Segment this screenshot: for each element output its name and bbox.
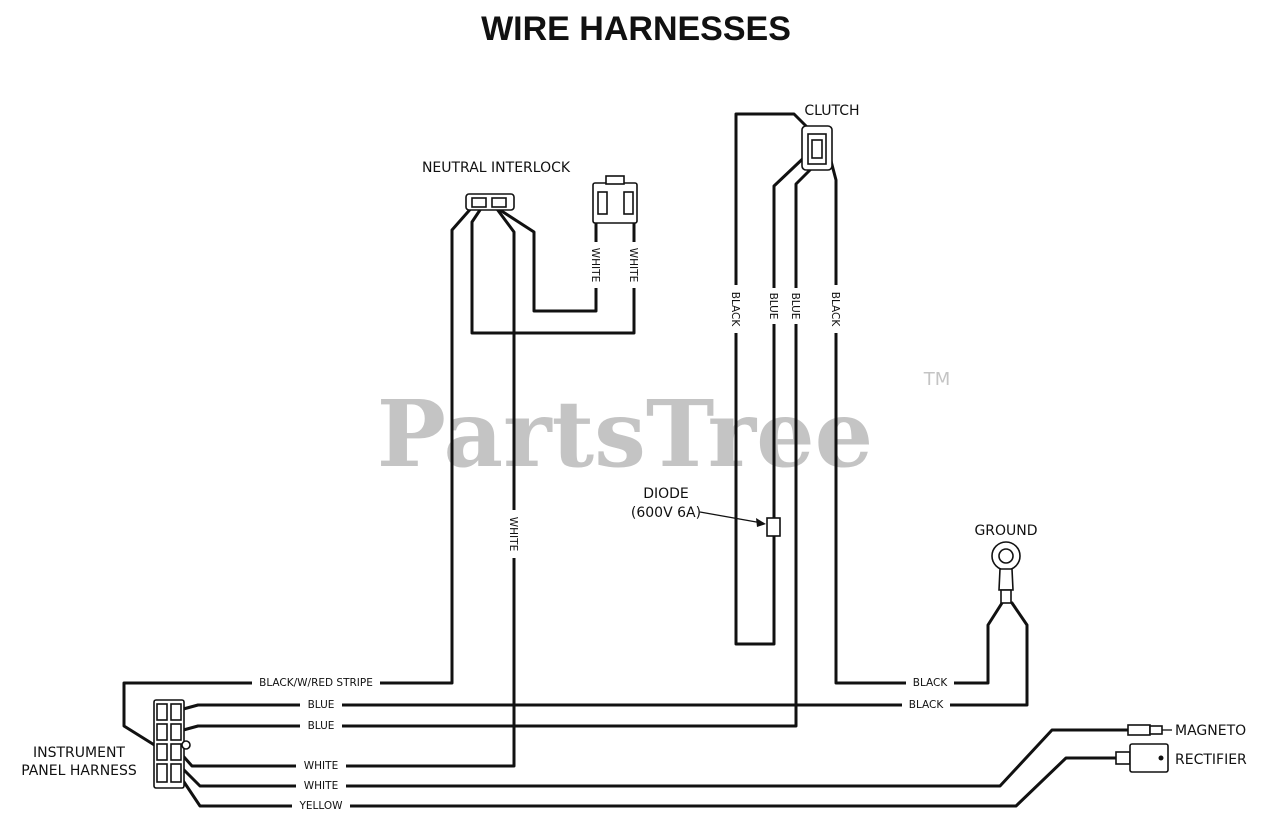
trademark-symbol: TM bbox=[923, 369, 951, 390]
wire-label-yellow: YELLOW bbox=[298, 800, 343, 812]
label-rectifier: RECTIFIER bbox=[1175, 752, 1247, 768]
wire-label-white-neutral-left: WHITE bbox=[589, 248, 601, 282]
label-magneto: MAGNETO bbox=[1175, 723, 1246, 739]
diagram-title: WIRE HARNESSES bbox=[481, 10, 791, 48]
wire-label-blue-clutch-1: BLUE bbox=[767, 293, 779, 320]
label-clutch: CLUTCH bbox=[804, 103, 859, 119]
rectifier-connector bbox=[1115, 743, 1169, 773]
wire-label-white-1: WHITE bbox=[304, 760, 338, 772]
wire-labels-horizontal: BLACK/W/RED STRIPE BLUE BLUE WHITE WHITE… bbox=[252, 675, 954, 813]
wire-label-black-red-stripe: BLACK/W/RED STRIPE bbox=[259, 677, 373, 689]
instrument-panel-connector bbox=[153, 699, 191, 789]
wire-white-neutral bbox=[174, 203, 516, 768]
label-instrument: INSTRUMENT bbox=[33, 745, 125, 761]
wire-blue-to-ground bbox=[174, 601, 1029, 713]
wire-label-black-clutch-left: BLACK bbox=[729, 292, 741, 328]
wire-white-magneto bbox=[174, 728, 1130, 788]
wire-blue-to-clutch bbox=[174, 160, 820, 734]
wire-label-black-ground-bottom: BLACK bbox=[909, 699, 945, 711]
wire-label-white-neutral-right: WHITE bbox=[627, 248, 639, 282]
neutral-interlock-switch bbox=[465, 193, 515, 211]
wire-labels-vertical: WHITE WHITE WHITE BLACK BLUE BLUE BLACK bbox=[507, 242, 843, 558]
label-diode-rating: (600V 6A) bbox=[631, 505, 701, 521]
neutral-interlock-plug bbox=[592, 175, 638, 224]
wire-black-clutch-left bbox=[734, 112, 814, 646]
wire-label-black-clutch-right: BLACK bbox=[829, 292, 841, 328]
magneto-connector bbox=[1127, 724, 1172, 736]
wire-label-white-vertical: WHITE bbox=[507, 517, 519, 551]
label-neutral-interlock: NEUTRAL INTERLOCK bbox=[422, 160, 571, 176]
wire-yellow-rectifier bbox=[174, 756, 1126, 808]
wire-neutral-loop-inner bbox=[470, 208, 636, 335]
wire-label-blue-2: BLUE bbox=[308, 720, 335, 732]
label-diode: DIODE bbox=[643, 486, 689, 502]
label-ground: GROUND bbox=[974, 523, 1037, 539]
label-panel-harness: PANEL HARNESS bbox=[21, 763, 137, 779]
wire-label-black-ground-top: BLACK bbox=[913, 677, 949, 689]
clutch-connector bbox=[801, 125, 833, 171]
wire-label-blue-clutch-2: BLUE bbox=[789, 293, 801, 320]
watermark: PartsTree bbox=[377, 380, 873, 488]
diode bbox=[699, 505, 781, 595]
ground-terminal bbox=[991, 541, 1021, 604]
wires bbox=[122, 112, 1130, 808]
wire-label-blue-1: BLUE bbox=[308, 699, 335, 711]
wire-label-white-2: WHITE bbox=[304, 780, 338, 792]
